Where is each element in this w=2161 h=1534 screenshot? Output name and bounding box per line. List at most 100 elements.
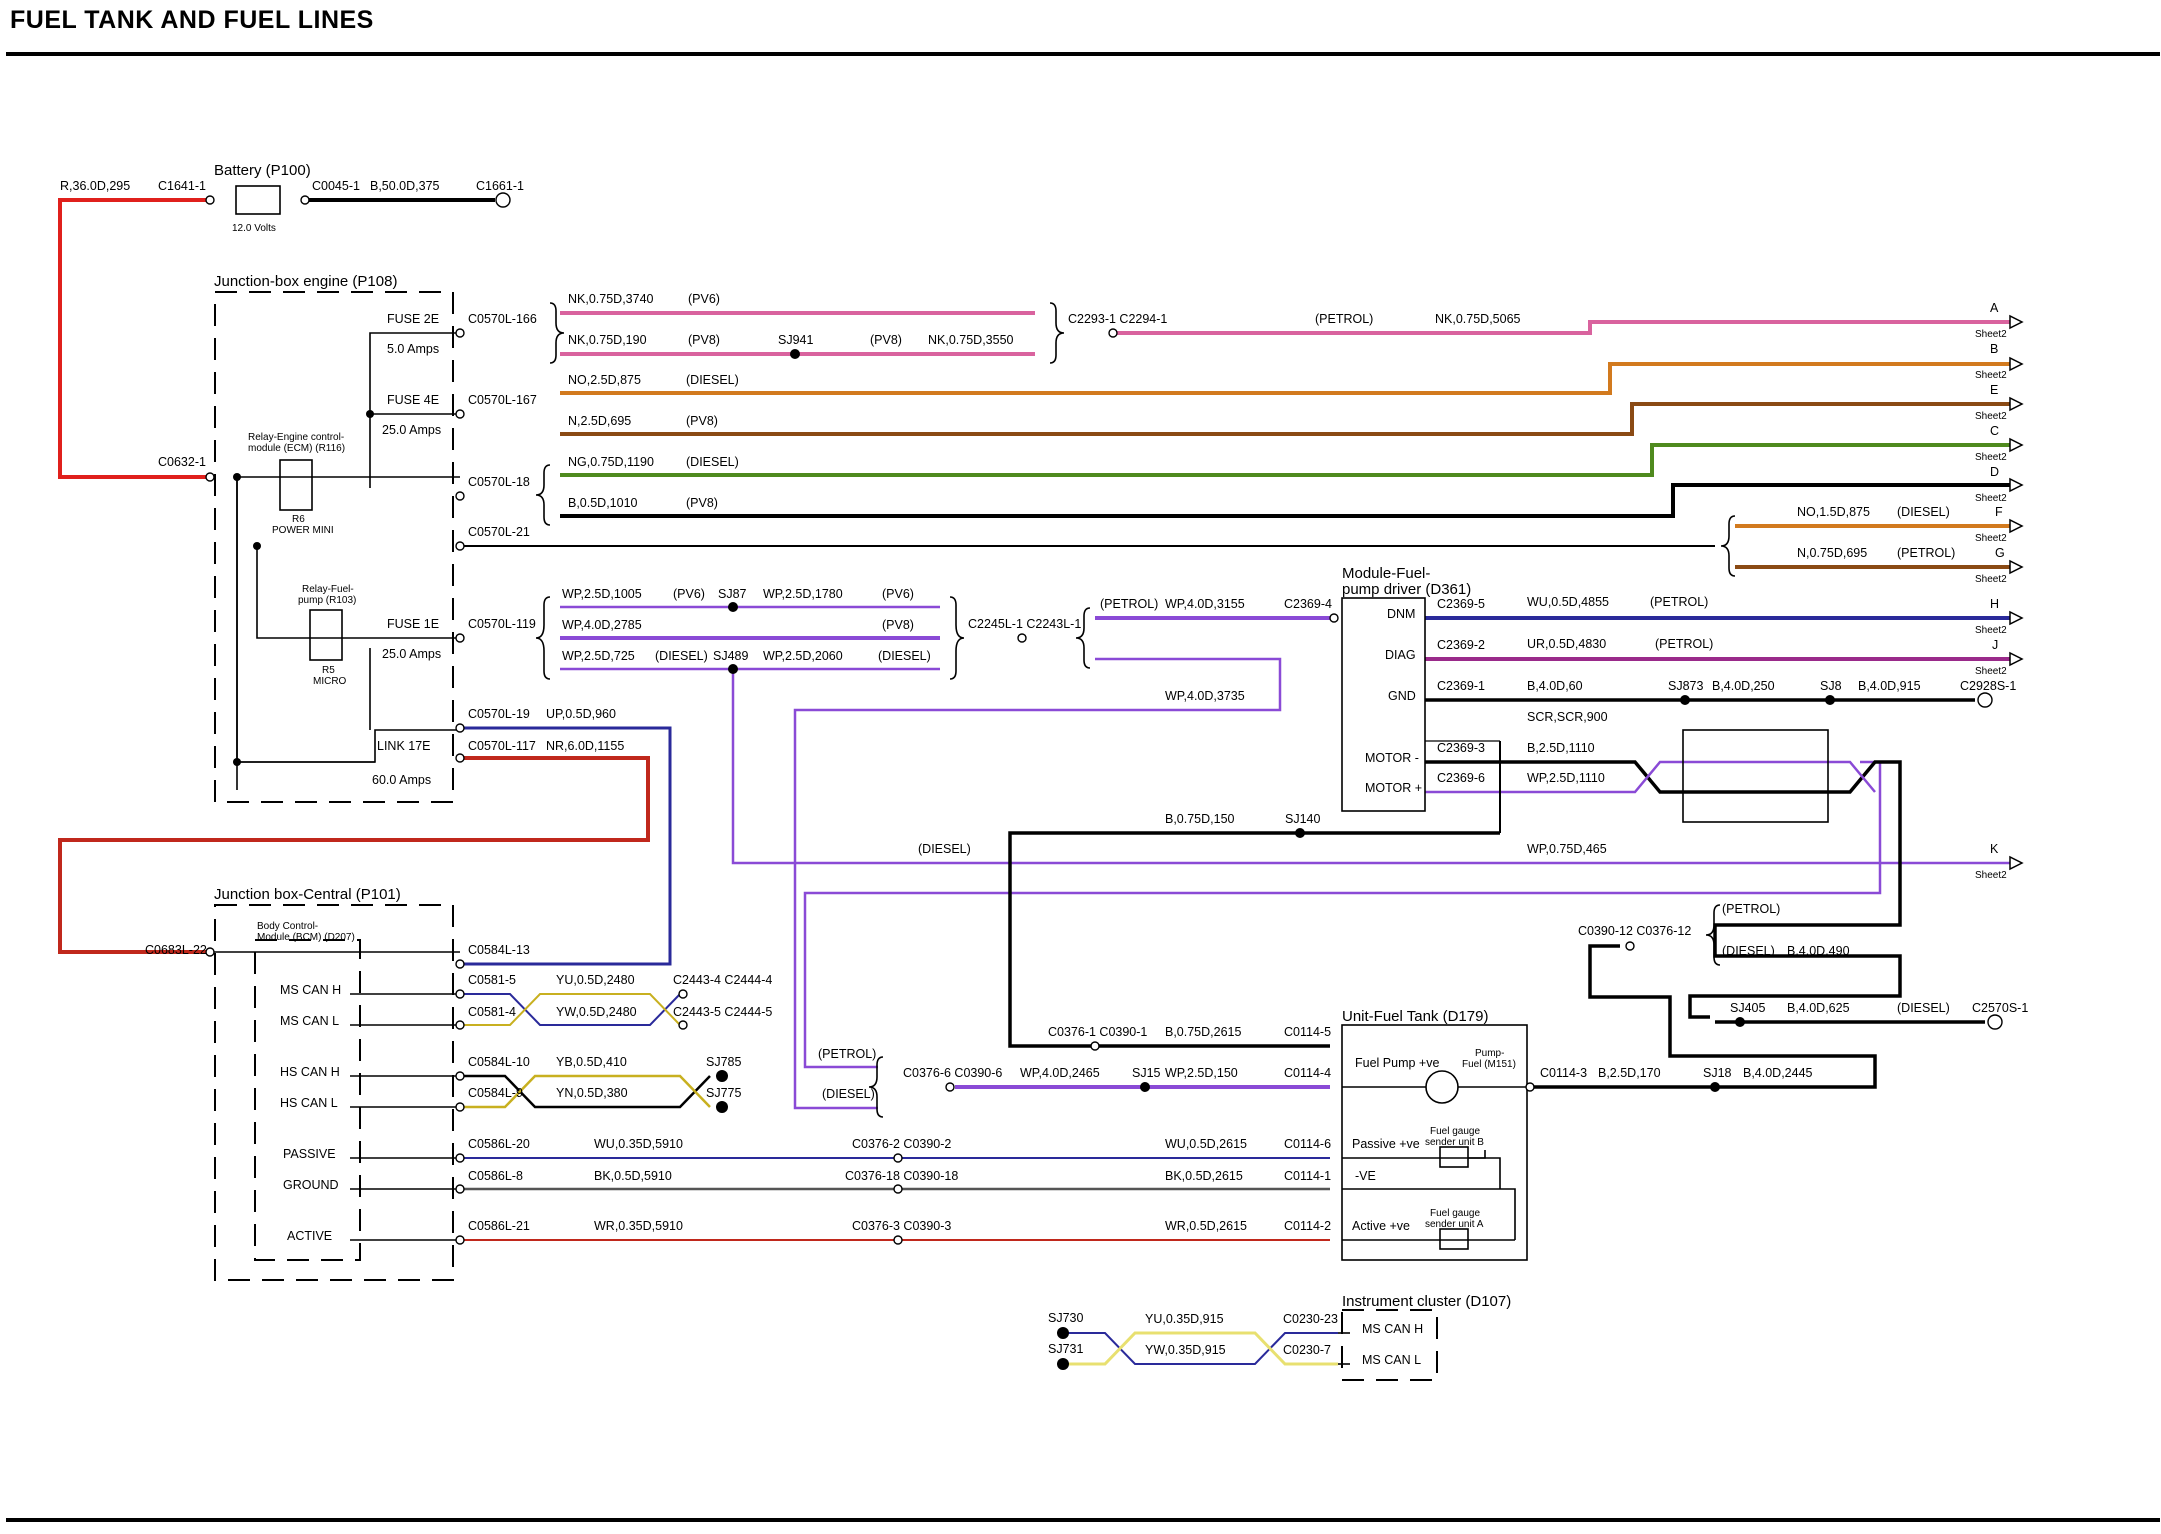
bcm-label-2: Module (BCM) (D207): [257, 932, 355, 943]
terminal-c2443-4: [678, 989, 688, 999]
wire-wp465-label: WP,0.75D,465: [1527, 842, 1607, 856]
link-17e-label: LINK 17E: [377, 739, 431, 753]
sender-a-label-1: Fuel gauge: [1430, 1208, 1480, 1219]
wire-yb-410: [460, 1074, 711, 1109]
splice-sj18: [1710, 1082, 1720, 1092]
conn-c0230-23: C0230-23: [1283, 1312, 1338, 1326]
pin-passive-ve: Passive +ve: [1352, 1137, 1420, 1151]
conn-c0570l-119: C0570L-119: [468, 617, 536, 631]
wire-b1010-label: B,0.5D,1010: [568, 496, 638, 510]
splice-sj87: [728, 602, 738, 612]
instrument-cluster-label: Instrument cluster (D107): [1342, 1293, 1511, 1310]
terminal-c0570l-117: [455, 753, 465, 763]
splice-sj785: [716, 1070, 728, 1082]
wire-nr1155-label: NR,6.0D,1155: [546, 739, 624, 753]
terminal-c2245: [1017, 633, 1027, 643]
terminal-c0045: [300, 195, 310, 205]
conn-c2369-4: C2369-4: [1284, 597, 1332, 611]
unit-fuel-tank-box: [1341, 1024, 1528, 1261]
brace-nk-group: [549, 302, 565, 364]
battery-voltage: 12.0 Volts: [232, 223, 276, 234]
conn-c0570l-167: C0570L-167: [468, 393, 537, 407]
wire-b2445-label: B,4.0D,2445: [1743, 1066, 1813, 1080]
ref-d-sheet: Sheet2: [1975, 493, 2007, 504]
relay-ecm-label-2: module (ECM) (R116): [248, 443, 345, 454]
ref-a: A: [1990, 301, 1999, 315]
node-jb-2: [233, 758, 241, 766]
bcm-outline: [254, 939, 361, 1261]
conn-c0376-1: C0376-1 C0390-1: [1048, 1025, 1147, 1039]
conn-c0376-6: C0376-6 C0390-6: [903, 1066, 1002, 1080]
wire-wp1005-label: WP,2.5D,1005: [562, 587, 642, 601]
node-jb-4: [253, 542, 261, 550]
wire-wp2060-label: WP,2.5D,2060: [763, 649, 843, 663]
wire-b-1010: [560, 483, 2010, 518]
ref-j-sheet: Sheet2: [1975, 666, 2007, 677]
fuse-4e-amps: 25.0 Amps: [382, 423, 441, 437]
page-title: FUEL TANK AND FUEL LINES: [10, 6, 374, 34]
conn-c0390-12: C0390-12 C0376-12: [1578, 924, 1691, 938]
brace-tank-petrol: [868, 1056, 884, 1118]
pin-ms-can-h: MS CAN H: [280, 983, 341, 997]
wire-up-960: [460, 726, 672, 966]
wire-ur4830-label: UR,0.5D,4830: [1527, 637, 1606, 651]
variant-diesel-3: (DIESEL): [1897, 505, 1950, 519]
variant-petrol-1: (PETROL): [1315, 312, 1373, 326]
conn-c2570: C2570S-1: [1972, 1001, 2028, 1015]
conn-c0570l-18: C0570L-18: [468, 475, 530, 489]
variant-petrol-6: (PETROL): [1722, 902, 1780, 916]
fuse-1e-amps: 25.0 Amps: [382, 647, 441, 661]
splice-sj873: [1680, 695, 1690, 705]
splice-sj140: [1295, 828, 1305, 838]
variant-pv8-2: (PV8): [870, 333, 902, 347]
variant-diesel-4: (DIESEL): [655, 649, 708, 663]
sj730-label: SJ730: [1048, 1311, 1083, 1325]
ref-a-sheet: Sheet2: [1975, 329, 2007, 340]
jb-engine-relay2-feed: [256, 546, 460, 639]
wire-wp3735-label: WP,4.0D,3735: [1165, 689, 1245, 703]
wire-b170-label: B,2.5D,170: [1598, 1066, 1661, 1080]
ref-k: K: [1990, 842, 1999, 856]
terminal-c0114-3: [1525, 1082, 1535, 1092]
node-jb-1: [233, 473, 241, 481]
arrow-c: [2009, 437, 2024, 453]
wire-no-875: [560, 362, 2010, 395]
wire-b250-label: B,4.0D,250: [1712, 679, 1775, 693]
ref-f: F: [1995, 505, 2003, 519]
terminal-c2570: [1987, 1014, 2003, 1030]
bcm-label-1: Body Control-: [257, 921, 318, 932]
fuse-1e-label: FUSE 1E: [387, 617, 439, 631]
brace-c0390-12: [1705, 904, 1721, 966]
wire-b1110-label: B,2.5D,1110: [1527, 741, 1595, 755]
variant-petrol-5: (PETROL): [1655, 637, 1713, 651]
wire-up960-label: UP,0.5D,960: [546, 707, 616, 721]
sj873-label: SJ873: [1668, 679, 1703, 693]
pin-motor-minus: MOTOR -: [1365, 751, 1419, 765]
variant-petrol-3: (PETROL): [1100, 597, 1158, 611]
conn-c0586-21: C0586L-21: [468, 1219, 530, 1233]
terminal-c2293: [1108, 328, 1118, 338]
wire-wp150-label: WP,2.5D,150: [1165, 1066, 1238, 1080]
wire-yu-915: [1063, 1332, 1338, 1365]
fuse-2e-amps: 5.0 Amps: [387, 342, 439, 356]
wire-wr5910-label: WR,0.35D,5910: [594, 1219, 683, 1233]
conn-c2245: C2245L-1 C2243L-1: [968, 617, 1081, 631]
wire-scr-label: SCR,SCR,900: [1527, 710, 1608, 724]
sj405-label: SJ405: [1730, 1001, 1765, 1015]
variant-diesel-7: (DIESEL): [1722, 944, 1775, 958]
wire-no875-label: NO,2.5D,875: [568, 373, 641, 387]
wire-yu2480-label: YU,0.5D,2480: [556, 973, 635, 987]
pump-fuel-label-1: Pump-: [1475, 1048, 1504, 1059]
conn-c1661: C1661-1: [476, 179, 524, 193]
wire-n075-695-label: N,0.75D,695: [1797, 546, 1867, 560]
variant-petrol-7: (PETROL): [818, 1047, 876, 1061]
wire-b915-label: B,4.0D,915: [1858, 679, 1921, 693]
jb-central-label: Junction box-Central (P101): [214, 886, 401, 903]
relay-fuel-box: [309, 609, 343, 661]
terminal-c0570l-119: [455, 633, 465, 643]
conn-c0376-3: C0376-3 C0390-3: [852, 1219, 951, 1233]
variant-diesel-1: (DIESEL): [686, 373, 739, 387]
arrow-j: [2009, 651, 2024, 667]
wire-wp725-label: WP,2.5D,725: [562, 649, 635, 663]
conn-c0586-8: C0586L-8: [468, 1169, 523, 1183]
